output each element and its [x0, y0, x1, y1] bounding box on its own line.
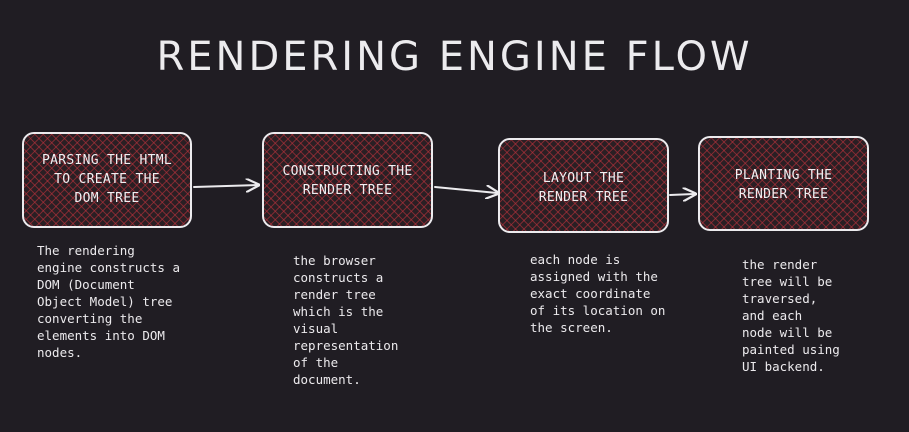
diagram-title: RENDERING ENGINE FLOW	[156, 34, 753, 80]
step-label-constructing-render-tree: CONSTRUCTING THE RENDER TREE	[282, 164, 413, 198]
step-box-parsing-html: PARSING THE HTML TO CREATE THE DOM TREE	[22, 132, 192, 228]
step-box-constructing-render-tree: CONSTRUCTING THE RENDER TREE	[262, 132, 433, 228]
step-box-layout-render-tree: LAYOUT THE RENDER TREE	[498, 138, 669, 233]
step-description-parsing-html: The rendering engine constructs a DOM (D…	[37, 243, 180, 360]
step-description-constructing-render-tree: the browser constructs a render tree whi…	[293, 253, 399, 387]
arrow-step2-to-step3	[434, 187, 497, 193]
step-box-planting-render-tree: PLANTING THE RENDER TREE	[698, 136, 869, 231]
step-description-layout-render-tree: each node is assigned with the exact coo…	[530, 252, 666, 335]
arrow-step3-to-step4	[669, 194, 694, 195]
step-label-parsing-html: PARSING THE HTML TO CREATE THE DOM TREE	[41, 153, 173, 206]
step-label-planting-render-tree: PLANTING THE RENDER TREE	[734, 168, 833, 202]
arrow-step1-to-step2	[193, 185, 257, 187]
step-label-layout-render-tree: LAYOUT THE RENDER TREE	[538, 171, 629, 205]
step-description-planting-render-tree: the render tree will be traversed, and e…	[742, 257, 840, 374]
